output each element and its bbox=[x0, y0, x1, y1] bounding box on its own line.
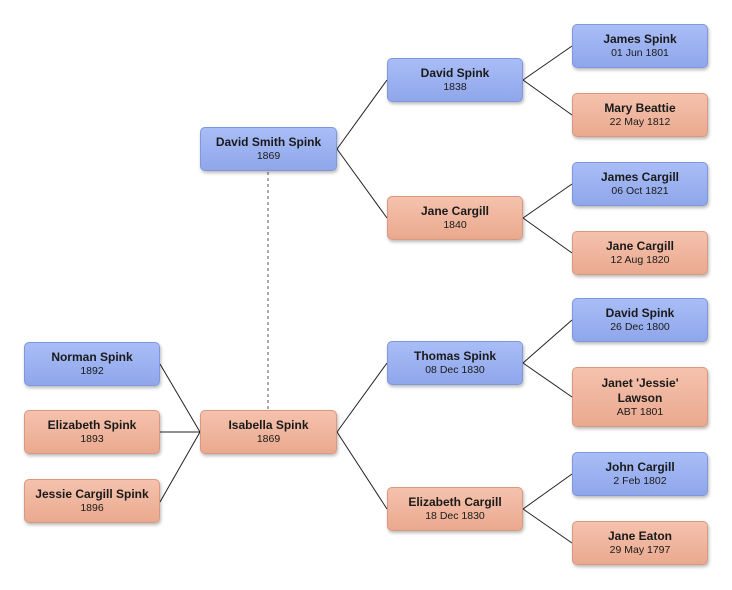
person-card-david-spink-1800[interactable]: David Spink 26 Dec 1800 bbox=[572, 298, 708, 342]
person-date: 18 Dec 1830 bbox=[425, 510, 485, 522]
connector-line bbox=[159, 363, 201, 433]
person-date: 1893 bbox=[80, 433, 104, 445]
connector-line bbox=[522, 79, 573, 116]
connector-line bbox=[522, 217, 573, 254]
person-card-thomas-spink[interactable]: Thomas Spink 08 Dec 1830 bbox=[387, 341, 523, 385]
person-name: James Spink bbox=[603, 32, 677, 46]
person-date: 12 Aug 1820 bbox=[610, 254, 670, 266]
person-date: 06 Oct 1821 bbox=[611, 185, 669, 197]
connector-line bbox=[522, 183, 573, 219]
person-date: 1838 bbox=[443, 81, 467, 93]
connector-line bbox=[522, 319, 573, 364]
connector-line bbox=[522, 362, 573, 398]
person-card-elizabeth-cargill[interactable]: Elizabeth Cargill 18 Dec 1830 bbox=[387, 487, 523, 531]
person-card-jane-eaton[interactable]: Jane Eaton 29 May 1797 bbox=[572, 521, 708, 565]
person-card-janet-lawson[interactable]: Janet 'Jessie' Lawson ABT 1801 bbox=[572, 367, 708, 427]
person-date: 26 Dec 1800 bbox=[610, 321, 670, 333]
person-date: 01 Jun 1801 bbox=[611, 47, 669, 59]
person-name: Jane Cargill bbox=[420, 204, 490, 218]
person-name: Norman Spink bbox=[51, 350, 133, 364]
person-name: Elizabeth Cargill bbox=[408, 495, 502, 509]
person-card-elizabeth-spink[interactable]: Elizabeth Spink 1893 bbox=[24, 410, 160, 454]
person-name: John Cargill bbox=[605, 460, 675, 474]
person-card-mary-beattie[interactable]: Mary Beattie 22 May 1812 bbox=[572, 93, 708, 137]
person-date: 08 Dec 1830 bbox=[425, 364, 485, 376]
connector-line bbox=[522, 473, 573, 510]
person-name: Mary Beattie bbox=[604, 101, 676, 115]
person-name: David Smith Spink bbox=[215, 135, 322, 149]
person-card-david-spink-1838[interactable]: David Spink 1838 bbox=[387, 58, 523, 102]
person-name: Isabella Spink bbox=[228, 418, 309, 432]
connector-line bbox=[522, 45, 573, 81]
person-name: Janet 'Jessie' Lawson bbox=[601, 375, 679, 405]
connector-line bbox=[522, 508, 573, 544]
connector-line bbox=[159, 431, 201, 503]
person-name: Jessie Cargill Spink bbox=[35, 487, 149, 501]
person-card-isabella-spink[interactable]: Isabella Spink 1869 bbox=[200, 410, 337, 454]
person-date: 1869 bbox=[256, 150, 281, 162]
person-card-james-cargill[interactable]: James Cargill 06 Oct 1821 bbox=[572, 162, 708, 206]
person-name: Thomas Spink bbox=[413, 349, 496, 363]
person-date: 1869 bbox=[256, 433, 281, 445]
person-card-norman-spink[interactable]: Norman Spink 1892 bbox=[24, 342, 160, 386]
person-date: 22 May 1812 bbox=[609, 116, 671, 128]
person-date: 1896 bbox=[80, 502, 104, 514]
person-name: David Spink bbox=[605, 306, 675, 320]
connector-line bbox=[336, 431, 388, 510]
connector-line bbox=[336, 362, 388, 433]
connector-line bbox=[336, 148, 388, 219]
person-name: David Spink bbox=[420, 66, 490, 80]
person-date: ABT 1801 bbox=[616, 405, 664, 418]
person-card-jane-cargill-1840[interactable]: Jane Cargill 1840 bbox=[387, 196, 523, 240]
person-date: 2 Feb 1802 bbox=[613, 475, 667, 487]
person-name: Elizabeth Spink bbox=[47, 418, 137, 432]
person-date: 29 May 1797 bbox=[609, 544, 671, 556]
person-date: 1840 bbox=[443, 219, 467, 231]
person-name: Jane Cargill bbox=[605, 239, 675, 253]
person-date: 1892 bbox=[80, 365, 104, 377]
person-card-david-smith-spink[interactable]: David Smith Spink 1869 bbox=[200, 127, 337, 171]
person-name: James Cargill bbox=[600, 170, 680, 184]
person-card-john-cargill[interactable]: John Cargill 2 Feb 1802 bbox=[572, 452, 708, 496]
person-card-james-spink[interactable]: James Spink 01 Jun 1801 bbox=[572, 24, 708, 68]
person-name: Jane Eaton bbox=[607, 529, 673, 543]
person-card-jessie-cargill-spink[interactable]: Jessie Cargill Spink 1896 bbox=[24, 479, 160, 523]
connector-line bbox=[336, 79, 388, 150]
person-card-jane-cargill-1820[interactable]: Jane Cargill 12 Aug 1820 bbox=[572, 231, 708, 275]
